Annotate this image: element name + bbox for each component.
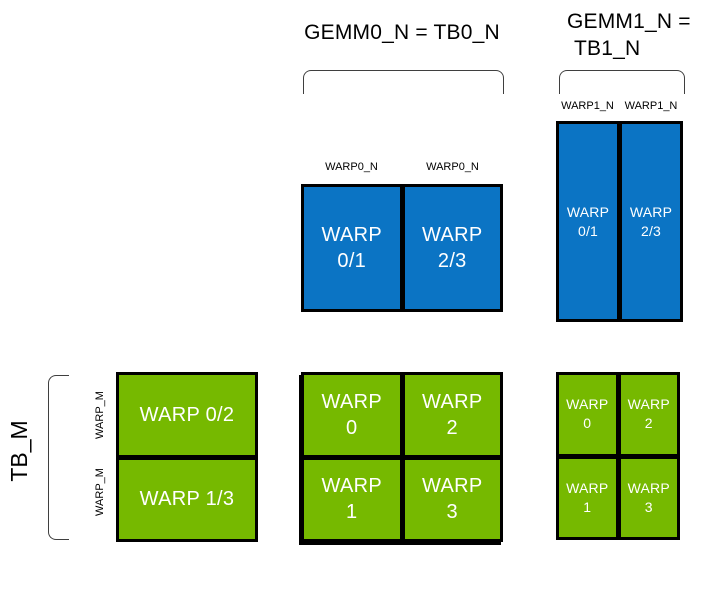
warp-cell-line2: 2 bbox=[446, 416, 458, 439]
warp-cell-line1: WARP bbox=[629, 203, 673, 220]
warp-cell-line1: WARP bbox=[422, 390, 483, 413]
warp0-n-label-right: WARP0_N bbox=[426, 161, 479, 173]
gemm0-warp-tile-block: WARP 0/1 WARP 2/3 bbox=[301, 184, 503, 312]
gemm0-warp-cell-23: WARP 2/3 bbox=[404, 187, 500, 309]
gemm0-n-title: GEMM0_N = TB0_N bbox=[304, 21, 500, 44]
warp-cell-line1: WARP bbox=[566, 203, 610, 220]
warp-cell-1: WARP 1 bbox=[304, 459, 400, 539]
gemm1-warp-cell-01: WARP 0/1 bbox=[559, 124, 617, 319]
warp-cell-label: WARP 1/3 bbox=[139, 488, 235, 511]
warp-cell-line2: 2/3 bbox=[437, 250, 467, 272]
gemm1-n-title: GEMM1_N = TB1_N bbox=[567, 8, 691, 63]
gemm1-warp-tile-block: WARP 0/1 WARP 2/3 bbox=[556, 121, 683, 322]
warp-cell-line2: 0 bbox=[346, 416, 358, 439]
warp-cell-3: WARP 3 bbox=[620, 458, 677, 537]
warp-cell-1: WARP 1 bbox=[559, 458, 616, 537]
warp-cell-line2: 3 bbox=[644, 498, 653, 515]
warp-cell-line1: WARP bbox=[627, 479, 670, 496]
warp1-n-label-left: WARP1_N bbox=[561, 100, 614, 112]
warp-m-label-bottom: WARP_M bbox=[94, 468, 106, 516]
warp-cell-2: WARP 2 bbox=[404, 375, 500, 455]
warp-cell-3: WARP 3 bbox=[404, 459, 500, 539]
warp-cell-line1: WARP bbox=[422, 224, 483, 246]
warp0-n-label-left: WARP0_N bbox=[325, 161, 378, 173]
gemm1-output-warp-block: WARP 0 WARP 2 WARP 1 WARP 3 bbox=[556, 372, 680, 540]
gemm0-n-extent-bracket bbox=[303, 70, 504, 94]
warp-cell-line2: 1 bbox=[583, 498, 592, 515]
warp-m-label-top: WARP_M bbox=[94, 391, 106, 439]
gemm1-n-title-line2: TB1_N bbox=[574, 37, 641, 61]
gemm1-warp-cell-23: WARP 2/3 bbox=[622, 124, 680, 319]
gemm0-output-warp-block: WARP 0 WARP 2 WARP 1 WARP 3 bbox=[301, 372, 503, 542]
warp-cell-0: WARP 0 bbox=[559, 375, 616, 454]
gemm1-n-extent-bracket bbox=[559, 70, 685, 94]
warp-cell-0: WARP 0 bbox=[304, 375, 400, 455]
operand-a-warp-block: WARP 0/2 WARP 1/3 bbox=[116, 372, 258, 542]
warp-cell-line2: 3 bbox=[446, 501, 458, 524]
gemm0-warp-cell-01: WARP 0/1 bbox=[304, 187, 400, 309]
warp-cell-label: WARP 0/2 bbox=[139, 403, 235, 426]
warp-cell-13: WARP 1/3 bbox=[119, 459, 255, 539]
warp-cell-line1: WARP bbox=[422, 475, 483, 498]
warp-cell-line2: 0/1 bbox=[337, 250, 367, 272]
warp1-n-label-right: WARP1_N bbox=[624, 100, 678, 112]
tb-m-extent-bracket bbox=[48, 375, 69, 540]
warp-cell-2: WARP 2 bbox=[620, 375, 677, 454]
warp-cell-line2: 2 bbox=[644, 415, 653, 432]
warp-cell-line1: WARP bbox=[566, 479, 609, 496]
warp-cell-line2: 2/3 bbox=[640, 222, 662, 239]
warp-cell-line2: 1 bbox=[346, 501, 358, 524]
warp-cell-line1: WARP bbox=[566, 396, 609, 413]
warp-cell-line1: WARP bbox=[321, 475, 382, 498]
warp-cell-line1: WARP bbox=[321, 390, 382, 413]
warp-cell-line2: 0 bbox=[583, 415, 592, 432]
warp-cell-line1: WARP bbox=[321, 224, 382, 246]
warp-cell-line2: 0/1 bbox=[577, 222, 599, 239]
warp-cell-02: WARP 0/2 bbox=[119, 375, 255, 455]
warp-cell-line1: WARP bbox=[627, 396, 670, 413]
tb-m-label: TB_M bbox=[6, 420, 32, 482]
gemm1-n-title-line1: GEMM1_N = bbox=[567, 10, 691, 33]
